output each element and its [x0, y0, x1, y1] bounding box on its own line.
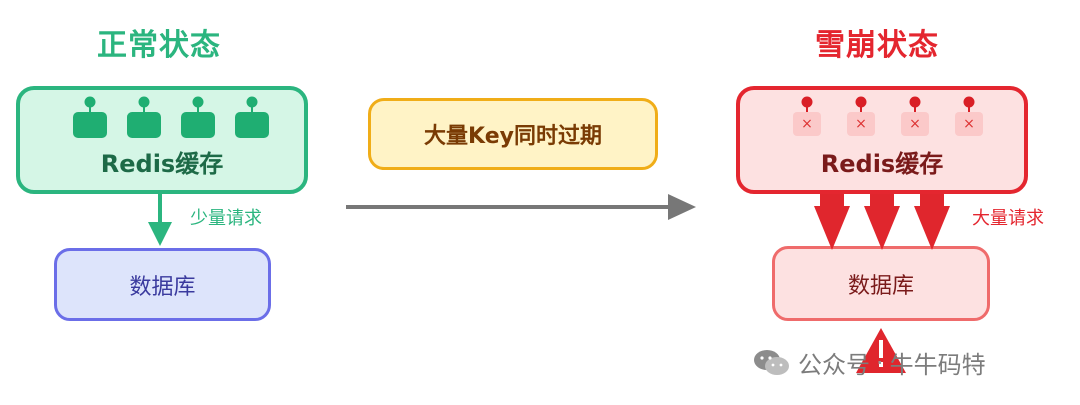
avalanche-state-title: 雪崩状态 — [815, 28, 939, 63]
heavy-arrow — [814, 194, 850, 250]
heavy-arrow — [864, 194, 900, 250]
watermark-account-type: 公众号 — [798, 351, 870, 379]
key-expiry-event: 大量Key同时过期 — [368, 98, 658, 170]
watermark: 公众号 · 牛牛码特 — [752, 345, 986, 380]
normal-state-title: 正常状态 — [97, 28, 221, 63]
avalanche-db-label: 数据库 — [847, 273, 914, 299]
normal-request-arrow — [148, 194, 172, 246]
cache-key-icon — [127, 112, 161, 138]
cache-key-icon — [235, 112, 269, 138]
avalanche-request-label: 大量请求 — [972, 208, 1044, 229]
avalanche-database: 数据库 — [772, 246, 990, 321]
red-key-pins — [801, 96, 975, 112]
normal-redis-cache: Redis缓存 — [16, 86, 308, 194]
avalanche-redis-cache: Redis缓存 — [736, 86, 1028, 194]
normal-database: 数据库 — [54, 248, 271, 321]
normal-cache-label: Redis缓存 — [100, 150, 224, 178]
heavy-arrow — [914, 194, 950, 250]
expired-key-icon: × — [901, 112, 929, 136]
expired-key-icon: × — [847, 112, 875, 136]
cache-key-icon — [73, 112, 107, 138]
green-key-pins — [84, 96, 258, 112]
event-label: 大量Key同时过期 — [424, 124, 602, 149]
watermark-account-name: 牛牛码特 — [889, 351, 986, 379]
transition-arrow — [346, 194, 696, 220]
warning-icon — [856, 328, 906, 373]
expired-key-icon: × — [793, 112, 821, 136]
wechat-icon — [754, 349, 789, 375]
expired-key-icon: × — [955, 112, 983, 136]
normal-db-label: 数据库 — [129, 274, 196, 300]
watermark-separator: · — [876, 348, 884, 377]
cache-key-icon — [181, 112, 215, 138]
normal-request-label: 少量请求 — [190, 208, 262, 229]
avalanche-request-arrows — [814, 194, 950, 250]
avalanche-cache-label: Redis缓存 — [820, 150, 944, 178]
